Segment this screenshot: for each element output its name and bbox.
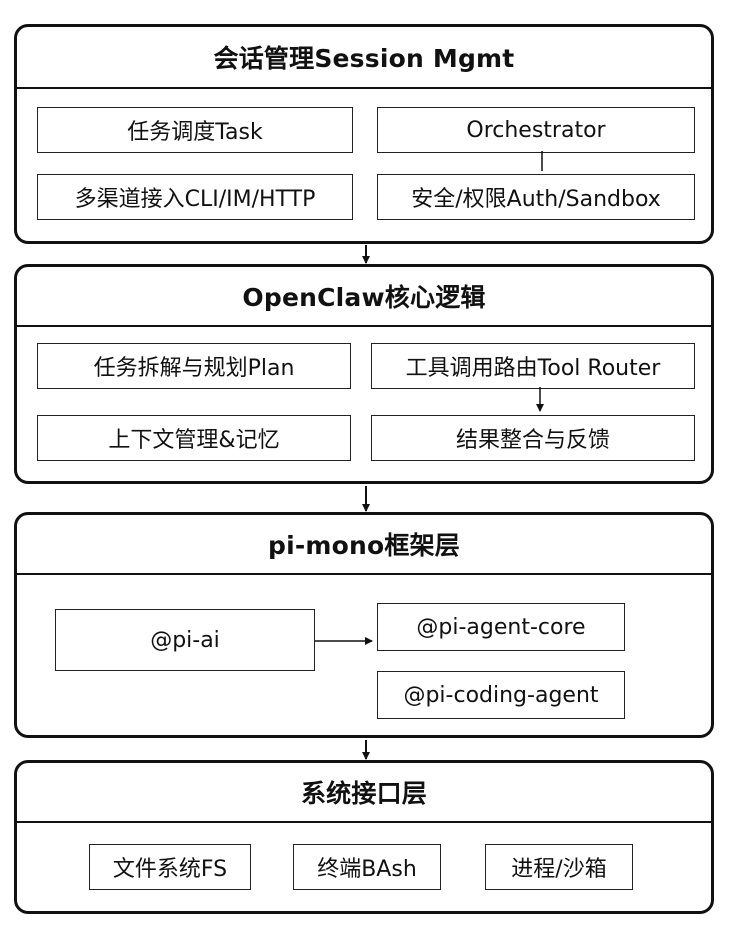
- layer-title-pi-mono: pi-mono框架层: [17, 515, 711, 575]
- box-pi-coding-agent: @pi-coding-agent: [377, 671, 625, 719]
- box-multichannel-access: 多渠道接入CLI/IM/HTTP: [37, 174, 353, 220]
- box-filesystem: 文件系统FS: [89, 844, 251, 890]
- box-tool-router: 工具调用路由Tool Router: [371, 343, 695, 389]
- layer-openclaw-core: OpenClaw核心逻辑 任务拆解与规划Plan 工具调用路由Tool Rout…: [14, 264, 714, 484]
- box-context-memory: 上下文管理&记忆: [37, 415, 351, 461]
- layer-title-system-interface: 系统接口层: [17, 763, 711, 823]
- box-process-sandbox: 进程/沙箱: [485, 844, 633, 890]
- layer-title-session-mgmt: 会话管理Session Mgmt: [17, 27, 711, 89]
- layer-pi-mono: pi-mono框架层 @pi-ai @pi-agent-core @pi-cod…: [14, 512, 714, 738]
- box-result-feedback: 结果整合与反馈: [371, 415, 695, 461]
- box-pi-agent-core: @pi-agent-core: [377, 603, 625, 651]
- box-orchestrator: Orchestrator: [377, 107, 695, 153]
- layer-system-interface: 系统接口层 文件系统FS 终端BAsh 进程/沙箱: [14, 760, 714, 914]
- layer-session-mgmt: 会话管理Session Mgmt 任务调度Task Orchestrator 多…: [14, 24, 714, 244]
- box-terminal-bash: 终端BAsh: [293, 844, 441, 890]
- box-task-scheduling: 任务调度Task: [37, 107, 353, 153]
- box-task-planning: 任务拆解与规划Plan: [37, 343, 351, 389]
- layer-title-openclaw-core: OpenClaw核心逻辑: [17, 267, 711, 327]
- box-pi-ai: @pi-ai: [55, 609, 315, 671]
- box-security-auth: 安全/权限Auth/Sandbox: [377, 174, 695, 220]
